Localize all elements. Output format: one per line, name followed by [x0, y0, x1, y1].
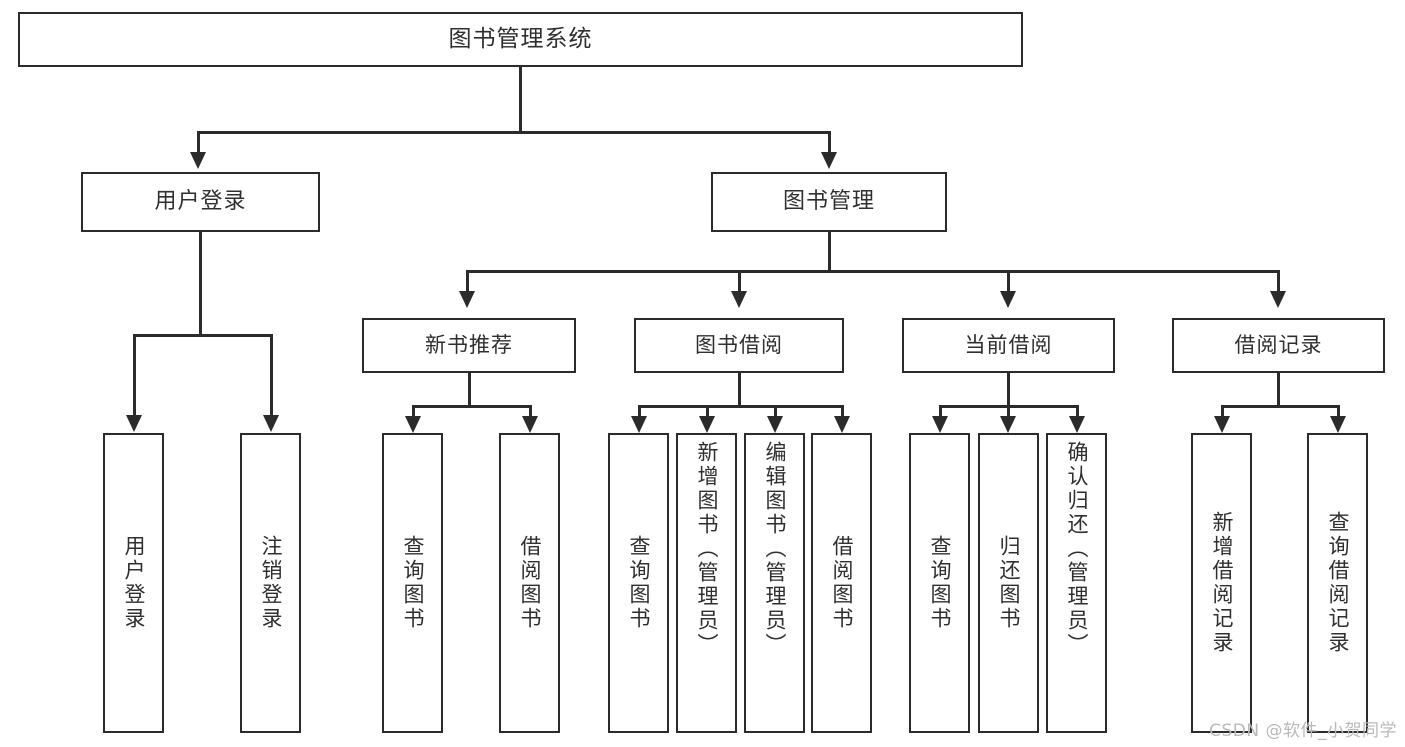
- csdn-watermark: CSDN @软件_小贺同学: [1209, 721, 1397, 741]
- arrowhead-book-borrow-leaf-3: [767, 416, 783, 433]
- node-label: 用户登录: [122, 535, 146, 631]
- leaf-query-book[interactable]: 查询图书: [608, 433, 669, 733]
- node-label: 编辑图书（管理员）: [763, 441, 787, 657]
- leaf-edit-book-admin[interactable]: 编辑图书（管理员）: [744, 433, 805, 733]
- node-label: 归还图书: [997, 535, 1021, 631]
- connector-new-book-to-leaf-1: [412, 405, 415, 418]
- arrowhead-current-borrow-leaf-2: [1000, 416, 1016, 433]
- arrowhead-book-manage-record: [1270, 291, 1286, 308]
- leaf-query-book-current[interactable]: 查询图书: [909, 433, 970, 733]
- arrowhead-book-manage-new-book: [459, 291, 475, 308]
- connector-book-borrow-stem: [738, 373, 741, 407]
- node-label: 借阅记录: [1234, 333, 1323, 358]
- node-label: 图书管理系统: [448, 26, 593, 53]
- connector-current-borrow-to-leaf-1: [939, 405, 942, 418]
- leaf-add-book-admin[interactable]: 新增图书（管理员）: [676, 433, 737, 733]
- node-label: 新增图书（管理员）: [695, 441, 719, 657]
- connector-book-manage-stem: [828, 232, 831, 272]
- leaf-logout[interactable]: 注销登录: [240, 433, 301, 733]
- node-label: 图书管理: [782, 189, 875, 215]
- connector-book-manage-bus: [466, 270, 1277, 273]
- leaf-query-book-recommend[interactable]: 查询图书: [382, 433, 443, 733]
- node-book-borrow[interactable]: 图书借阅: [634, 318, 844, 373]
- arrowhead-book-manage-borrow: [731, 291, 747, 308]
- node-user-login[interactable]: 用户登录: [81, 172, 320, 232]
- connector-book-manage-to-new-book: [466, 270, 469, 293]
- connector-root-to-user-login: [197, 131, 200, 154]
- connector-current-borrow-stem: [1007, 373, 1010, 407]
- connector-user-login-to-leaf-2: [270, 334, 273, 417]
- arrowhead-book-manage-current: [1000, 291, 1016, 308]
- arrowhead-book-borrow-leaf-1: [631, 416, 647, 433]
- leaf-confirm-return-admin[interactable]: 确认归还（管理员）: [1046, 433, 1107, 733]
- node-new-book-recommend[interactable]: 新书推荐: [362, 318, 576, 373]
- arrowhead-root-to-user-login: [190, 152, 206, 169]
- arrowhead-new-book-leaf-1: [405, 416, 421, 433]
- connector-user-login-to-leaf-1: [133, 334, 136, 417]
- arrowhead-user-login-leaf-1: [126, 415, 142, 432]
- arrowhead-current-borrow-leaf-1: [932, 416, 948, 433]
- connector-borrow-record-to-leaf-1: [1221, 405, 1224, 418]
- node-label: 查询图书: [627, 535, 651, 631]
- leaf-borrow-book-recommend[interactable]: 借阅图书: [499, 433, 560, 733]
- arrowhead-new-book-leaf-2: [522, 416, 538, 433]
- arrowhead-book-borrow-leaf-2: [699, 416, 715, 433]
- node-label: 新增借阅记录: [1210, 511, 1234, 655]
- leaf-borrow-book[interactable]: 借阅图书: [811, 433, 872, 733]
- connector-borrow-record-bus: [1221, 405, 1340, 408]
- connector-borrow-record-stem: [1277, 373, 1280, 407]
- node-borrow-record[interactable]: 借阅记录: [1172, 318, 1385, 373]
- connector-book-borrow-to-leaf-3: [774, 405, 777, 418]
- arrowhead-root-to-book-manage: [821, 152, 837, 169]
- leaf-add-borrow-record[interactable]: 新增借阅记录: [1191, 433, 1252, 733]
- connector-root-bus: [197, 131, 831, 134]
- connector-root-to-book-manage: [828, 131, 831, 154]
- connector-current-borrow-to-leaf-3: [1076, 405, 1079, 418]
- arrowhead-book-borrow-leaf-4: [834, 416, 850, 433]
- node-current-borrow[interactable]: 当前借阅: [902, 318, 1115, 373]
- connector-root-stem: [519, 67, 522, 133]
- node-label: 借阅图书: [518, 535, 542, 631]
- connector-new-book-to-leaf-2: [529, 405, 532, 418]
- connector-user-login-stem: [199, 232, 202, 336]
- connector-borrow-record-to-leaf-2: [1337, 405, 1340, 418]
- node-label: 查询借阅记录: [1326, 511, 1350, 655]
- node-label: 当前借阅: [964, 333, 1053, 358]
- node-label: 新书推荐: [425, 333, 513, 358]
- connector-book-borrow-to-leaf-1: [638, 405, 641, 418]
- connector-new-book-stem: [468, 373, 471, 407]
- node-book-management[interactable]: 图书管理: [711, 172, 947, 232]
- node-label: 用户登录: [154, 189, 247, 215]
- connector-book-borrow-to-leaf-4: [841, 405, 844, 418]
- connector-book-manage-to-record: [1277, 270, 1280, 293]
- node-label: 确认归还（管理员）: [1065, 441, 1089, 657]
- connector-book-borrow-bus: [638, 405, 844, 408]
- connector-book-manage-to-borrow: [738, 270, 741, 293]
- arrowhead-current-borrow-leaf-3: [1069, 416, 1085, 433]
- node-label: 图书借阅: [695, 333, 783, 358]
- connector-current-borrow-to-leaf-2: [1007, 405, 1010, 418]
- node-label: 注销登录: [259, 535, 283, 631]
- leaf-user-login[interactable]: 用户登录: [103, 433, 164, 733]
- arrowhead-user-login-leaf-2: [263, 415, 279, 432]
- leaf-query-borrow-record[interactable]: 查询借阅记录: [1307, 433, 1368, 733]
- arrowhead-borrow-record-leaf-1: [1214, 416, 1230, 433]
- connector-book-borrow-to-leaf-2: [706, 405, 709, 418]
- node-label: 查询图书: [401, 535, 425, 631]
- arrowhead-borrow-record-leaf-2: [1330, 416, 1346, 433]
- node-root-system[interactable]: 图书管理系统: [18, 12, 1023, 67]
- connector-new-book-bus: [412, 405, 532, 408]
- node-label: 查询图书: [928, 535, 952, 631]
- connector-user-login-bus: [133, 334, 272, 337]
- connector-book-manage-to-current: [1007, 270, 1010, 293]
- node-label: 借阅图书: [830, 535, 854, 631]
- leaf-return-book[interactable]: 归还图书: [978, 433, 1039, 733]
